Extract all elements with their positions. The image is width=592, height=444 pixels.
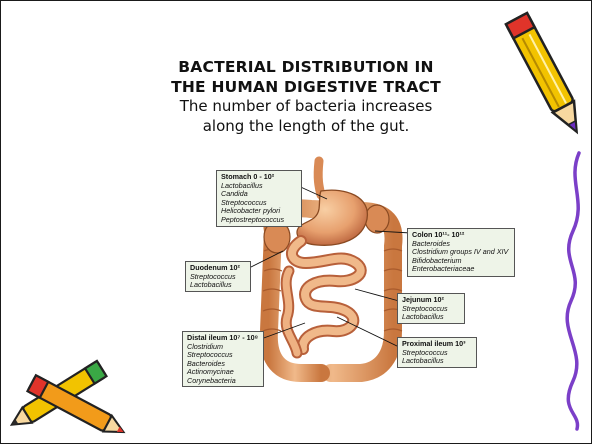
colon-species-4: Enterobacteriaceae — [412, 265, 510, 274]
jejunum-species-2: Lactobacillus — [402, 313, 460, 322]
distal-ileum-species-5: Corynebacteria — [187, 377, 259, 386]
label-jejunum: Jejunum 10² Streptococcus Lactobacillus — [397, 293, 465, 324]
stomach-species-5: Peptostreptococcus — [221, 216, 297, 225]
label-duodenum: Duodenum 10² Streptococcus Lactobacillus — [185, 261, 251, 292]
label-distal-ileum: Distal ileum 10⁷ - 10⁸ Clostridium Strep… — [182, 331, 264, 387]
label-proximal-ileum: Proximal ileum 10³ Streptococcus Lactoba… — [397, 337, 477, 368]
small-intestine-shape — [286, 241, 361, 353]
proximal-ileum-species-2: Lactobacillus — [402, 357, 472, 366]
label-stomach: Stomach 0 - 10² Lactobacillus Candida St… — [216, 170, 302, 227]
duodenum-species-2: Lactobacillus — [190, 281, 246, 290]
label-colon: Colon 10¹¹- 10¹² Bacteroides Clostridium… — [407, 228, 515, 277]
